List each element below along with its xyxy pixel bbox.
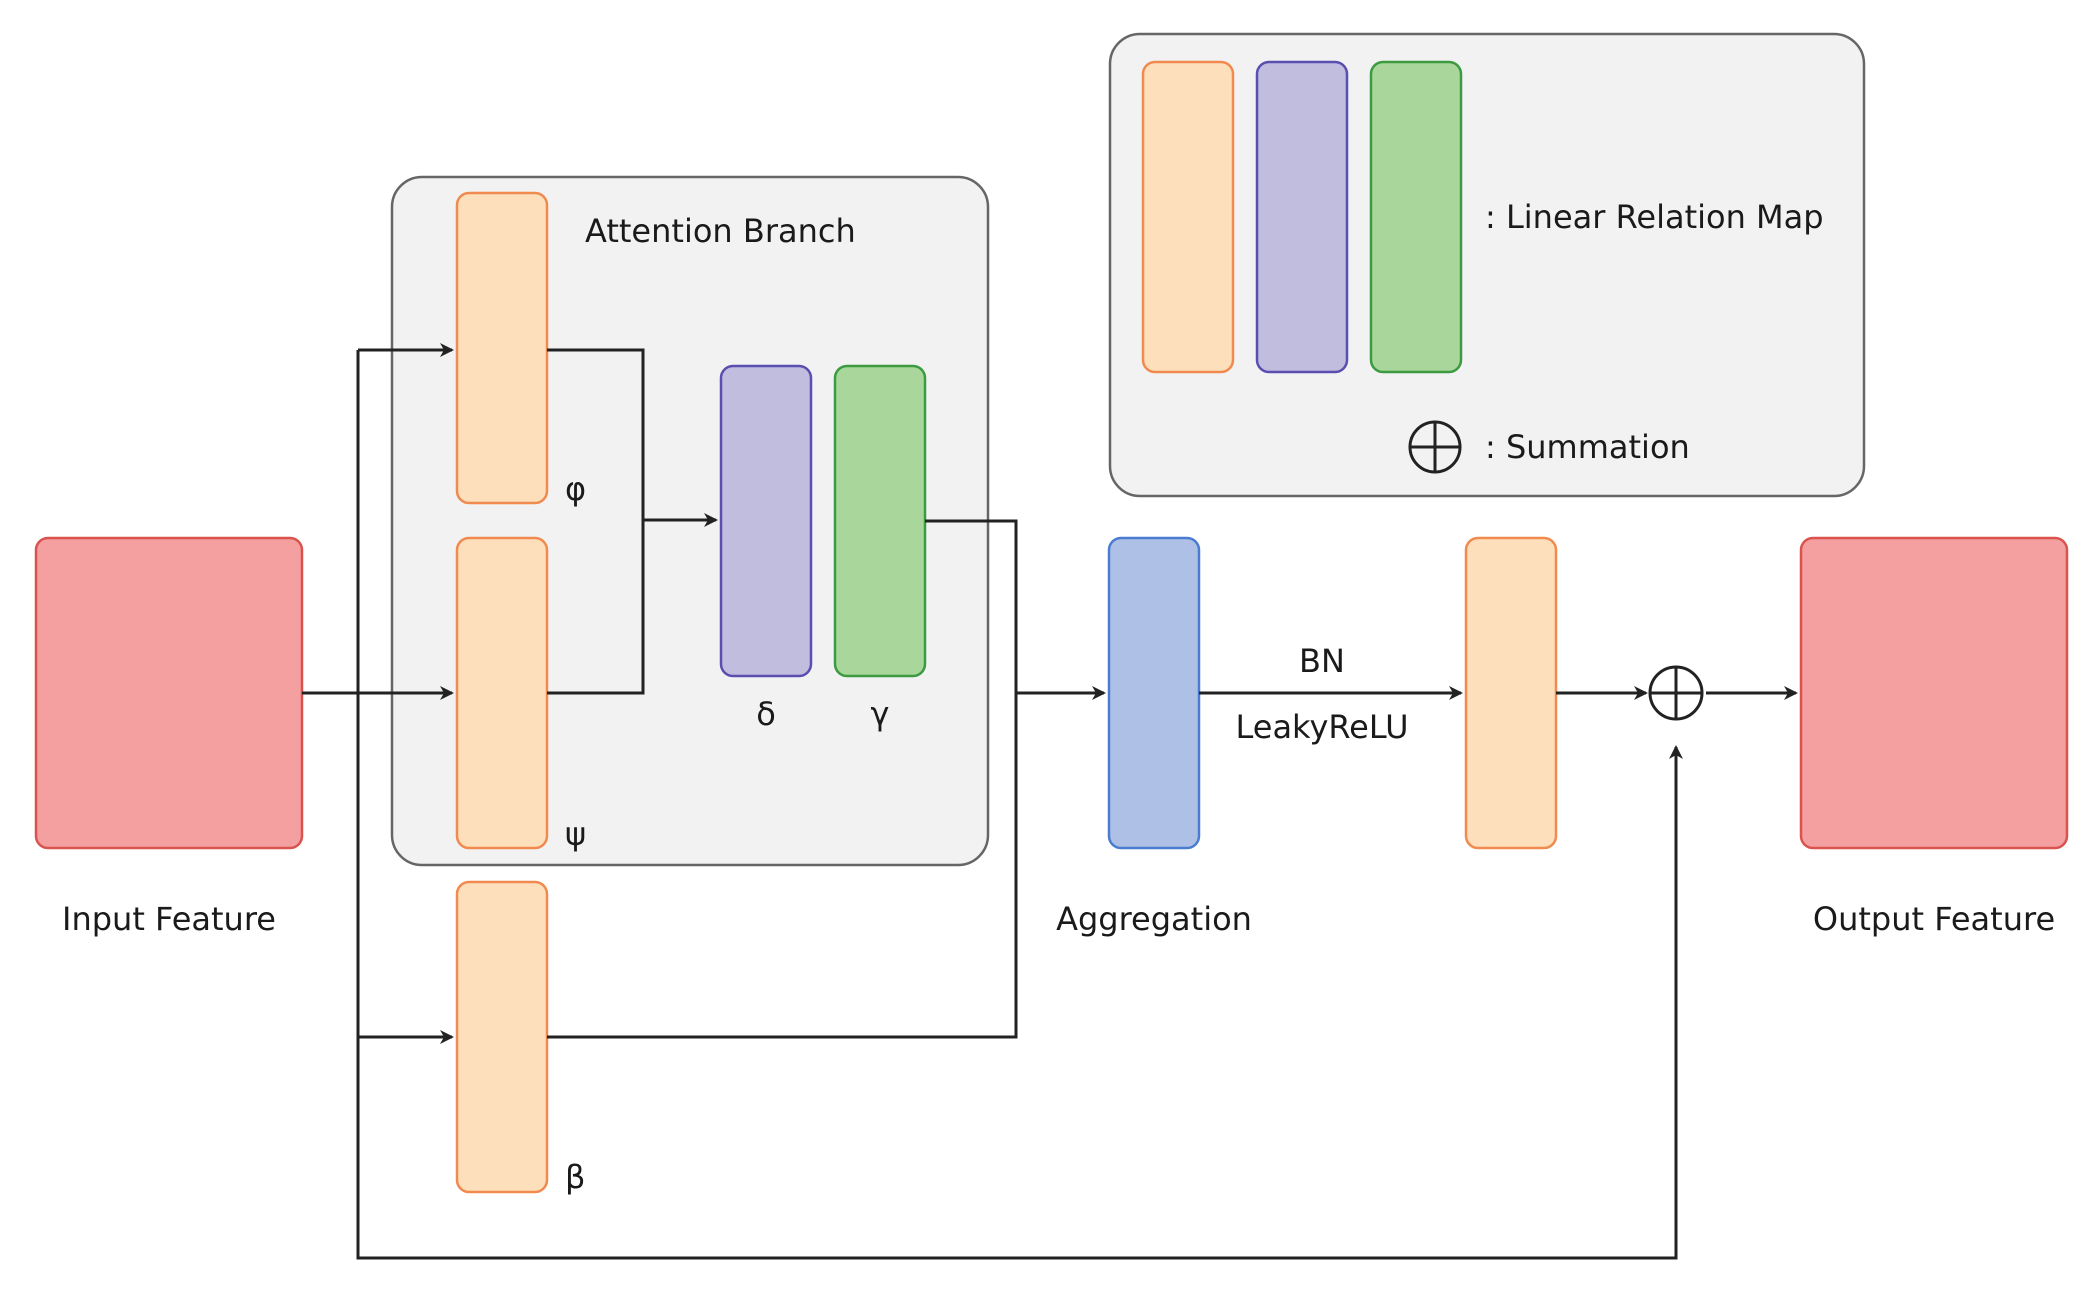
gamma-label: γ <box>871 695 890 733</box>
circle-plus-icon <box>1408 420 1462 474</box>
output-feature-block <box>1799 536 2069 850</box>
bn-label: BN <box>1299 642 1345 680</box>
input-feature-block <box>34 536 304 850</box>
delta-label: δ <box>756 695 776 733</box>
connector-lines <box>302 343 1798 1260</box>
psi-label: ψ <box>565 815 586 853</box>
legend-orange-block <box>1141 60 1235 374</box>
legend-linear-relation-map-label: : Linear Relation Map <box>1485 198 1824 236</box>
beta-label: β <box>565 1158 585 1196</box>
beta-block <box>455 880 549 1194</box>
aggregation-label: Aggregation <box>1056 900 1252 938</box>
psi-block <box>455 536 549 850</box>
phi-label: φ <box>565 470 586 508</box>
delta-block <box>719 364 813 678</box>
input-feature-label: Input Feature <box>62 900 276 938</box>
legend-green-block <box>1369 60 1463 374</box>
aggregation-block <box>1107 536 1201 850</box>
gamma-block <box>833 364 927 678</box>
attention-branch-title: Attention Branch <box>585 212 856 250</box>
legend-summation-label: : Summation <box>1485 428 1690 466</box>
legend-purple-block <box>1255 60 1349 374</box>
leaky-relu-label: LeakyReLU <box>1235 708 1408 746</box>
summation-node-icon <box>1648 665 1704 721</box>
phi-block <box>455 191 549 505</box>
output-feature-label: Output Feature <box>1813 900 2055 938</box>
post-activation-block <box>1464 536 1558 850</box>
